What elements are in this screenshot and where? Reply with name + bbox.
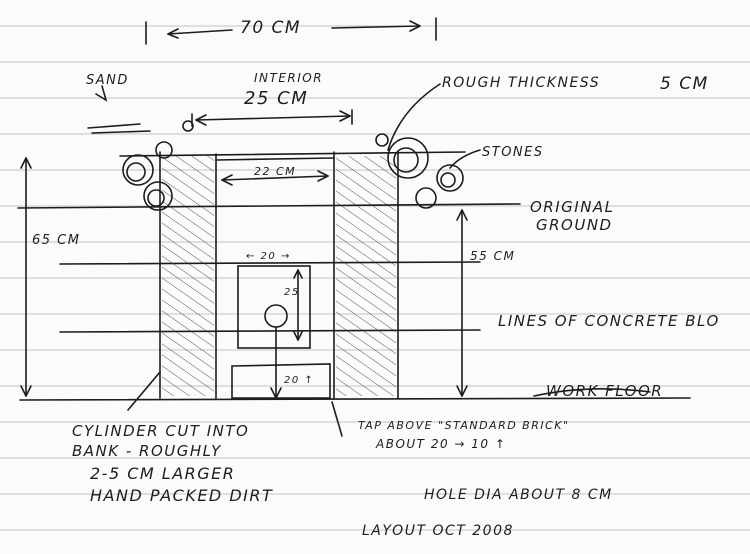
inner-width-label: 22 CM: [254, 165, 297, 178]
right-wall-hatching: [336, 156, 396, 396]
original-ground-label-2: GROUND: [536, 216, 613, 234]
concrete-lines-label: LINES OF CONCRETE BLO: [498, 312, 720, 330]
depth-label: 55 CM: [470, 249, 516, 263]
brick-width-label: ← 20 →: [246, 251, 291, 262]
left-wall-hatching: [162, 156, 214, 396]
stones-label: STONES: [482, 145, 544, 160]
cylinder-note-line-1: CYLINDER CUT INTO: [72, 422, 250, 440]
hole-depth-label: 20 ↑: [284, 375, 315, 386]
rough-thickness-value: 5 CM: [660, 74, 709, 94]
brick-height-label: 25: [284, 287, 300, 298]
layout-date-note: LAYOUT OCT 2008: [362, 523, 514, 539]
interior-width-label: 25 CM: [244, 88, 309, 109]
total-height-label: 65 CM: [32, 233, 81, 248]
sand-label: SAND: [86, 73, 129, 88]
brick-note-line-1: TAP ABOVE "STANDARD BRICK": [358, 419, 570, 432]
interior-label: INTERIOR: [254, 71, 324, 85]
cylinder-note-line-4: HAND PACKED DIRT: [90, 486, 274, 505]
ink-drawing: [17, 17, 691, 437]
outer-width-label: 70 CM: [240, 18, 302, 38]
cylinder-note-line-3: 2-5 CM LARGER: [90, 464, 236, 483]
brick-note-line-2: ABOUT 20 → 10 ↑: [376, 437, 507, 451]
work-floor-label: WORK FLOOR: [546, 382, 664, 400]
hole-diameter-note: HOLE DIA ABOUT 8 CM: [424, 487, 613, 503]
cylinder-note-line-2: BANK - ROUGHLY: [72, 442, 222, 460]
original-ground-label: ORIGINAL: [530, 198, 615, 216]
rough-thickness-label: ROUGH THICKNESS: [442, 75, 601, 91]
